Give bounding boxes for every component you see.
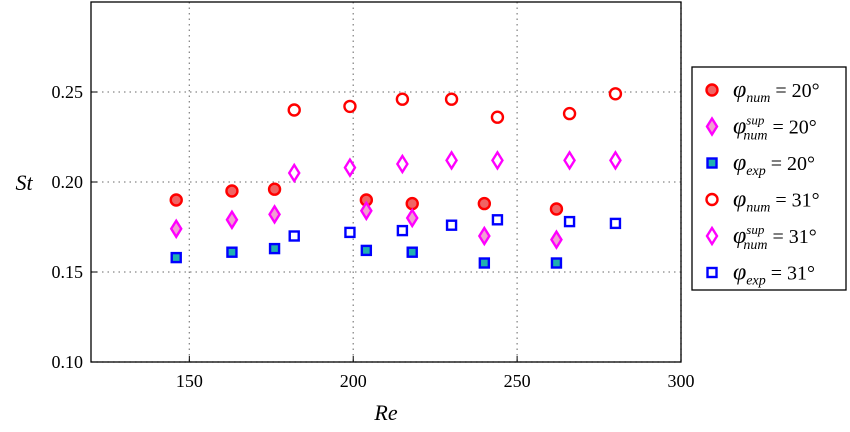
legend-entry: φexp = 20° bbox=[733, 150, 815, 179]
data-point-square bbox=[550, 257, 563, 269]
data-point-circle bbox=[287, 103, 301, 117]
data-point-diamond bbox=[225, 209, 239, 231]
legend-marker-diamond bbox=[705, 116, 719, 137]
y-tick-label: 0.20 bbox=[52, 172, 84, 192]
data-point-square bbox=[478, 257, 491, 269]
data-point-circle bbox=[490, 110, 505, 124]
data-point-diamond bbox=[359, 200, 373, 222]
x-tick-label: 200 bbox=[340, 371, 367, 391]
data-point-diamond bbox=[609, 150, 622, 171]
y-axis-label: St bbox=[15, 170, 33, 195]
legend-box bbox=[691, 66, 847, 291]
data-point-diamond bbox=[405, 207, 419, 229]
data-point-diamond bbox=[491, 150, 504, 171]
data-point-circle bbox=[477, 196, 492, 211]
y-tick-label: 0.10 bbox=[52, 352, 84, 372]
data-point-square bbox=[170, 251, 182, 264]
data-point-square bbox=[288, 230, 300, 242]
data-points bbox=[169, 87, 623, 269]
data-point-circle bbox=[169, 193, 183, 207]
data-point-square bbox=[344, 226, 356, 239]
legend-marker-square bbox=[706, 157, 718, 169]
data-point-circle bbox=[562, 106, 577, 121]
plot-frame bbox=[90, 1, 682, 363]
data-point-diamond bbox=[287, 162, 301, 184]
legend-entry: φnum = 20° bbox=[733, 77, 820, 106]
data-point-circle bbox=[444, 92, 459, 106]
data-point-diamond bbox=[477, 225, 491, 247]
data-point-square bbox=[491, 214, 504, 226]
data-point-circle bbox=[405, 196, 419, 211]
data-point-square bbox=[360, 244, 373, 257]
data-point-diamond bbox=[169, 218, 183, 240]
data-point-square bbox=[445, 219, 458, 231]
data-point-circle bbox=[395, 92, 410, 106]
legend-marker-circle bbox=[705, 83, 719, 97]
data-point-circle bbox=[225, 184, 239, 198]
x-tick-label: 300 bbox=[668, 371, 695, 391]
legend-marker-circle bbox=[705, 192, 719, 207]
legend-marker-square bbox=[706, 266, 718, 279]
data-point-square bbox=[406, 246, 418, 258]
legend-entry: φnum = 31° bbox=[733, 187, 820, 216]
data-point-square bbox=[609, 217, 622, 230]
data-point-diamond bbox=[550, 229, 563, 250]
data-point-diamond bbox=[395, 153, 409, 175]
x-axis-label: Re bbox=[373, 400, 397, 425]
data-point-circle bbox=[343, 99, 357, 114]
x-tick-label: 150 bbox=[176, 371, 203, 391]
tick-labels: 150 200 250 300 0.10 0.15 0.20 0.25 bbox=[52, 82, 695, 391]
legend-entry: φexp = 31° bbox=[733, 260, 815, 289]
data-point-circle bbox=[608, 87, 623, 101]
data-point-square bbox=[396, 224, 409, 237]
data-point-circle bbox=[549, 202, 564, 216]
data-point-diamond bbox=[445, 150, 458, 171]
y-tick-label: 0.25 bbox=[52, 82, 84, 102]
x-tick-label: 250 bbox=[504, 371, 531, 391]
data-point-square bbox=[268, 242, 281, 255]
grid bbox=[91, 2, 682, 363]
data-point-square bbox=[226, 246, 238, 258]
y-tick-label: 0.15 bbox=[52, 262, 84, 282]
data-point-diamond bbox=[563, 150, 576, 171]
data-point-square bbox=[563, 215, 576, 228]
data-point-diamond bbox=[343, 157, 357, 178]
data-point-circle bbox=[267, 182, 282, 196]
data-point-diamond bbox=[268, 204, 281, 225]
legend-marker-diamond bbox=[705, 225, 719, 247]
